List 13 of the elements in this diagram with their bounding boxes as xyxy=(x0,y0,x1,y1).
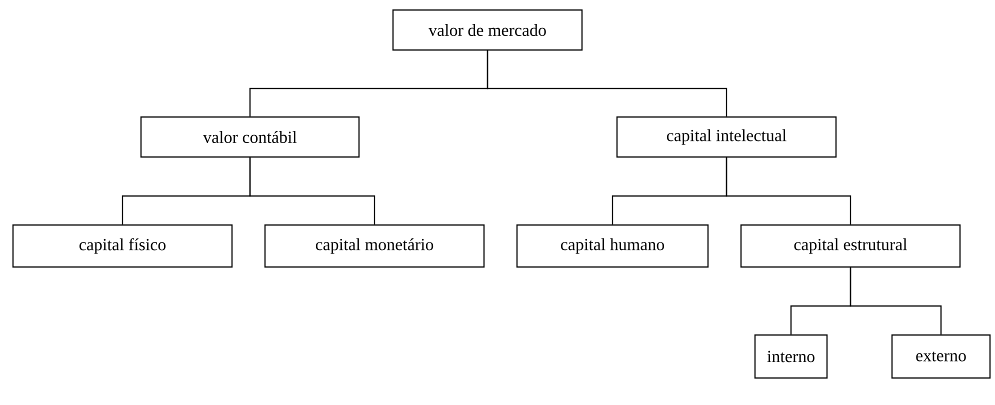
connector xyxy=(726,158,852,224)
box: capital físico xyxy=(12,224,233,268)
box: capital estrutural xyxy=(740,224,961,268)
box: interno xyxy=(754,334,828,379)
connector xyxy=(850,268,942,334)
connector xyxy=(486,50,728,116)
box: valor contábil xyxy=(140,116,360,158)
box: valor de mercado xyxy=(392,9,583,51)
box: capital monetário xyxy=(264,224,485,268)
box: capital humano xyxy=(516,224,709,268)
box: externo xyxy=(891,334,991,379)
box: capital intelectual xyxy=(616,116,837,158)
connector xyxy=(249,158,376,224)
